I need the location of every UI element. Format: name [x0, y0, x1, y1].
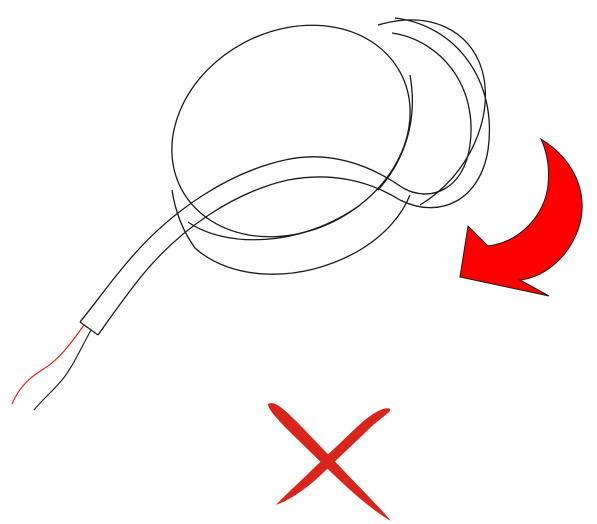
- black-wire: [33, 329, 92, 411]
- red-wire: [11, 324, 85, 405]
- puck-device: [171, 19, 486, 275]
- puck-inner-rim: [187, 204, 361, 241]
- cross-stroke-2: [276, 408, 391, 505]
- cross-icon: [268, 403, 391, 521]
- cable: [11, 17, 490, 411]
- puck-back-edge: [377, 19, 486, 206]
- cable-body-lower-edge: [97, 176, 401, 336]
- rotate-arrow-icon: [459, 137, 583, 297]
- cable-loop-back: [391, 17, 490, 209]
- cable-end-cap: [79, 321, 99, 336]
- cable-body-upper-edge: [79, 156, 404, 323]
